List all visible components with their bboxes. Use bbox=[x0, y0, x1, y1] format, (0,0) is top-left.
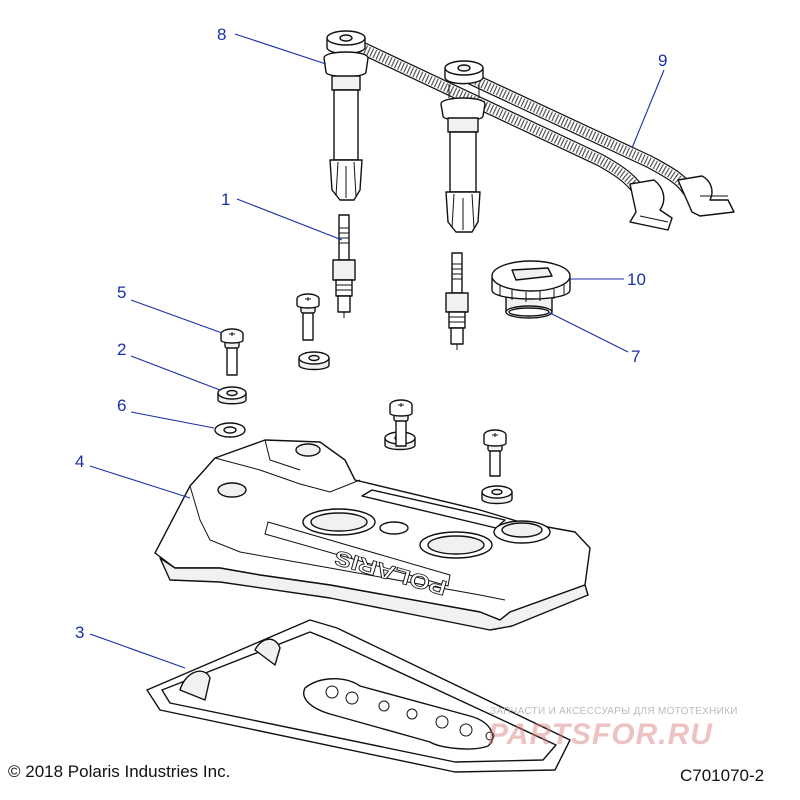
callout-10: 10 bbox=[627, 270, 646, 289]
valve-cover-gasket bbox=[146, 619, 571, 773]
o-ring bbox=[508, 307, 550, 317]
callout-9: 9 bbox=[658, 51, 667, 70]
callout-4: 4 bbox=[75, 452, 84, 471]
drawing-number: C701070-2 bbox=[680, 766, 765, 785]
grommet-upper bbox=[298, 351, 330, 371]
bolt-left bbox=[220, 328, 244, 376]
callout-3: 3 bbox=[75, 623, 84, 642]
spark-plug-boot-right bbox=[440, 60, 486, 233]
spark-plug-boot-left bbox=[323, 30, 369, 201]
bolt-upper bbox=[296, 293, 320, 341]
callout-6: 6 bbox=[117, 396, 126, 415]
grommet-right bbox=[481, 485, 513, 505]
leader-lines bbox=[89, 33, 665, 669]
callout-7: 7 bbox=[631, 347, 640, 366]
grommet-left bbox=[217, 386, 247, 405]
valve-cover: POLARIS bbox=[154, 439, 591, 631]
spark-plug-wire-front bbox=[463, 71, 735, 217]
bolt-center bbox=[389, 399, 413, 447]
washer-ring bbox=[214, 422, 246, 438]
copyright-notice: © 2018 Polaris Industries Inc. bbox=[8, 762, 231, 781]
spark-plug-wire-rear bbox=[355, 41, 673, 231]
callout-1: 1 bbox=[221, 190, 230, 209]
spark-plug-right bbox=[445, 252, 469, 350]
watermark-brand: PARTSFOR.RU bbox=[488, 718, 713, 751]
callout-5: 5 bbox=[117, 283, 126, 302]
watermark-tagline: ЗАПЧАСТИ И АКСЕССУАРЫ ДЛЯ МОТОТЕХНИКИ bbox=[490, 706, 738, 717]
callout-2: 2 bbox=[117, 340, 126, 359]
callout-8: 8 bbox=[217, 25, 226, 44]
spark-plug-left bbox=[332, 214, 356, 318]
bolt-right bbox=[483, 429, 507, 477]
